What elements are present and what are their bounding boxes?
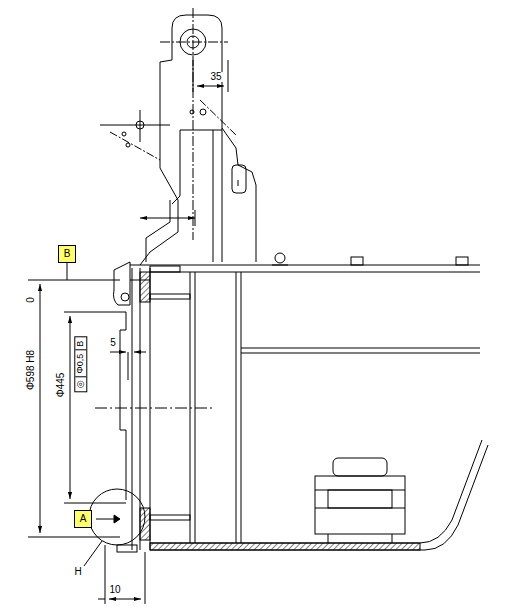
pin-hole <box>200 109 206 115</box>
dimension-line <box>134 352 146 353</box>
dimension-line <box>40 284 41 533</box>
handle-detail <box>238 180 239 186</box>
dimension-text: 10 <box>108 585 121 595</box>
bracket <box>114 262 131 305</box>
leader-line <box>67 263 68 280</box>
arm-inner <box>146 200 170 262</box>
datum-box: A <box>74 510 93 528</box>
bolt <box>275 253 285 263</box>
frame-top <box>150 272 480 273</box>
dimension-text: Φ598 H8 <box>26 349 36 391</box>
dimension-text: Φ445 <box>56 372 66 399</box>
datum-letter: B <box>64 248 71 259</box>
frame-post <box>236 272 237 543</box>
extension-line <box>105 545 106 604</box>
arm-outline <box>140 60 178 265</box>
motor-leg <box>328 534 329 543</box>
flange <box>150 294 190 299</box>
arm-plate <box>180 130 222 131</box>
arm-inner <box>172 130 180 204</box>
panel-profile <box>120 312 126 500</box>
extension-line <box>145 552 146 604</box>
frame-bottom <box>150 440 482 543</box>
center-line <box>160 42 228 43</box>
plate <box>132 268 133 550</box>
motor-frame <box>315 476 405 534</box>
leader-line <box>84 541 102 566</box>
detail-label: H <box>73 567 82 577</box>
frame-rail <box>241 348 480 349</box>
pin-hole <box>126 143 130 147</box>
datum-letter: A <box>80 513 87 524</box>
frame-rail <box>241 353 480 354</box>
tolerance-frame: ◎Φ0,5B <box>74 336 87 392</box>
pin-hole <box>122 132 126 136</box>
frame-bottom <box>150 445 488 550</box>
motor-frame <box>315 508 405 509</box>
tolerance-cell: ◎ <box>75 377 86 391</box>
foot <box>117 545 137 552</box>
dimension-line <box>109 599 141 600</box>
motor-cap <box>333 458 387 476</box>
dimension-line <box>197 86 224 87</box>
motor-frame <box>315 490 405 491</box>
center-line <box>95 408 215 409</box>
bolt <box>272 265 288 266</box>
lug-outline <box>172 15 222 128</box>
arm-outline <box>222 128 256 262</box>
dimension-line <box>140 218 195 219</box>
dimension-line <box>98 599 105 600</box>
extension-line <box>28 537 120 538</box>
center-line <box>100 125 170 126</box>
dimension-line <box>70 316 71 499</box>
center-line <box>200 100 236 135</box>
motor-leg <box>392 534 393 543</box>
extension-line <box>228 60 229 92</box>
frame-top <box>130 265 480 266</box>
frame-post <box>241 272 242 543</box>
arm-plate <box>222 128 223 262</box>
detail-circle <box>89 489 145 545</box>
arm-plate <box>213 130 214 262</box>
extension-line <box>64 503 126 504</box>
tolerance-cell: B <box>75 337 86 350</box>
extension-line <box>64 312 126 313</box>
bolt-head <box>456 257 468 265</box>
extension-line <box>28 280 120 281</box>
bolt <box>121 293 129 301</box>
bolt-head <box>150 266 180 272</box>
pin-hole <box>136 121 144 129</box>
ring-section <box>140 272 150 302</box>
flange <box>150 515 190 520</box>
center-line <box>193 8 194 240</box>
bolt-head <box>351 257 363 265</box>
center-line <box>140 110 141 142</box>
panel-profile <box>128 352 129 380</box>
extension-line <box>195 210 196 226</box>
dimension-text: 5 <box>109 338 117 348</box>
flange <box>130 280 150 281</box>
handle <box>232 165 246 193</box>
dimension-line <box>110 352 126 353</box>
pin-hole <box>190 110 194 114</box>
dimension-text: 35 <box>209 72 222 82</box>
center-line <box>110 132 160 160</box>
datum-triangle <box>114 515 120 523</box>
tolerance-text: 0 <box>26 296 36 304</box>
bottom-section <box>150 543 420 550</box>
extension-line <box>193 60 194 92</box>
leader-line <box>96 519 114 520</box>
tolerance-cell: Φ0,5 <box>75 350 86 377</box>
motor-body <box>328 490 392 508</box>
datum-box: B <box>58 245 77 263</box>
